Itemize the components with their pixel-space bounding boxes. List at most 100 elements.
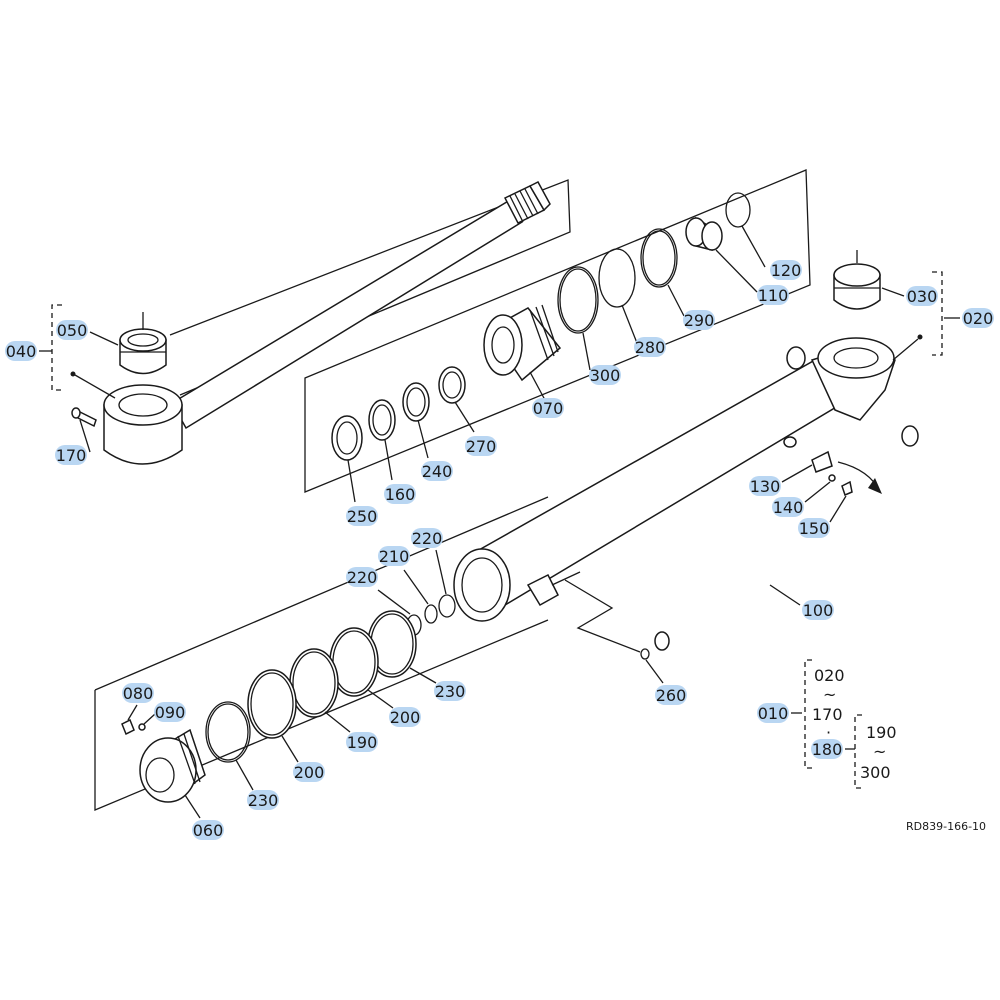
bushing-110 <box>685 216 723 251</box>
callout-c090[interactable]: 090 <box>154 702 186 722</box>
callout-c060[interactable]: 060 <box>192 820 224 840</box>
callout-c250[interactable]: 250 <box>346 506 378 526</box>
bushing-030 <box>833 250 881 310</box>
callout-text: 250 <box>347 507 378 526</box>
callout-text: 080 <box>123 684 154 703</box>
callout-c190[interactable]: 190 <box>346 732 378 752</box>
callout-text: 060 <box>193 821 224 840</box>
bracket-020 <box>932 271 943 356</box>
callout-c050[interactable]: 050 <box>56 320 88 340</box>
callout-highlight <box>906 286 938 306</box>
oring-210 <box>424 604 438 624</box>
callout-highlight <box>346 732 378 752</box>
seal-250 <box>331 415 363 461</box>
callout-c040[interactable]: 040 <box>5 341 37 361</box>
callout-text: 300 <box>590 366 621 385</box>
clamp-130 <box>783 436 833 473</box>
callout-text: 050 <box>57 321 88 340</box>
seal-270 <box>438 366 466 404</box>
piston-rod <box>170 181 551 430</box>
range-note-top: 020 <box>814 666 845 685</box>
callout-text: 270 <box>466 437 497 456</box>
callout-c080[interactable]: 080 <box>122 683 154 703</box>
callout-c230b[interactable]: 230 <box>247 790 279 810</box>
callout-text: 090 <box>155 703 186 722</box>
callout-highlight <box>346 506 378 526</box>
rod-guide-070 <box>483 304 562 382</box>
callout-text: 160 <box>385 485 416 504</box>
callout-highlight <box>532 398 564 418</box>
callout-c200b[interactable]: 200 <box>293 762 325 782</box>
piston-group-frame <box>94 496 549 811</box>
ring-200b <box>247 669 297 739</box>
callout-text: 220 <box>412 529 443 548</box>
callout-highlight <box>683 310 715 330</box>
callout-highlight <box>589 365 621 385</box>
range-bracket-010 <box>804 659 812 769</box>
callout-c070[interactable]: 070 <box>532 398 564 418</box>
callout-c130[interactable]: 130 <box>749 476 781 496</box>
seal-160 <box>368 399 396 441</box>
callout-c220b[interactable]: 220 <box>346 567 378 587</box>
callout-text: 010 <box>758 704 789 723</box>
callout-text: 110 <box>758 286 789 305</box>
rod-eye <box>103 384 183 465</box>
callout-labels: 0100200300400500600700800901001101201301… <box>5 260 994 840</box>
callout-c180[interactable]: 180 <box>811 739 843 759</box>
callout-text: 100 <box>803 601 834 620</box>
callout-c240[interactable]: 240 <box>421 461 453 481</box>
callout-c200a[interactable]: 200 <box>389 707 421 727</box>
callout-text: 200 <box>390 708 421 727</box>
seal-group-frame <box>304 169 811 493</box>
callout-text: 290 <box>684 311 715 330</box>
ring-230b <box>205 701 251 763</box>
callout-c110[interactable]: 110 <box>757 285 789 305</box>
elbow-fitting <box>526 571 581 607</box>
callout-c010[interactable]: 010 <box>757 703 789 723</box>
callout-highlight <box>798 518 830 538</box>
callout-text: 230 <box>248 791 279 810</box>
callout-c160[interactable]: 160 <box>384 484 416 504</box>
callout-highlight <box>122 683 154 703</box>
callout-c210[interactable]: 210 <box>378 546 410 566</box>
callout-c140[interactable]: 140 <box>772 497 804 517</box>
range-note-mid: 170 <box>812 705 843 724</box>
callout-text: 130 <box>750 477 781 496</box>
callout-highlight <box>378 546 410 566</box>
callout-highlight <box>389 707 421 727</box>
callout-c150[interactable]: 150 <box>798 518 830 538</box>
callout-c230a[interactable]: 230 <box>434 681 466 701</box>
callout-c120[interactable]: 120 <box>770 260 802 280</box>
callout-c270[interactable]: 270 <box>465 436 497 456</box>
callout-highlight <box>770 260 802 280</box>
callout-c220a[interactable]: 220 <box>411 528 443 548</box>
callout-c260[interactable]: 260 <box>655 685 687 705</box>
callout-text: 040 <box>6 342 37 361</box>
ball-090 <box>138 723 146 731</box>
callout-c100[interactable]: 100 <box>802 600 834 620</box>
callout-text: 210 <box>379 547 410 566</box>
bolt-150 <box>841 480 853 497</box>
callout-text: 220 <box>347 568 378 587</box>
callout-c290[interactable]: 290 <box>683 310 715 330</box>
callout-c020[interactable]: 020 <box>962 308 994 328</box>
callout-c170[interactable]: 170 <box>55 445 87 465</box>
callout-text: 120 <box>771 261 802 280</box>
range-note-dot: · <box>826 723 831 742</box>
reference-code: RD839-166-10 <box>906 820 986 833</box>
callout-highlight <box>154 702 186 722</box>
callout-c300[interactable]: 300 <box>589 365 621 385</box>
range-note: 020 ~ 170 · 190 ~ 300 <box>812 666 897 782</box>
callout-text: 170 <box>56 446 87 465</box>
callout-highlight <box>802 600 834 620</box>
callout-highlight <box>421 461 453 481</box>
callout-c280[interactable]: 280 <box>634 337 666 357</box>
callout-text: 230 <box>435 682 466 701</box>
range-note-tilde: ~ <box>823 685 836 704</box>
callout-highlight <box>346 567 378 587</box>
oring-220a <box>438 594 456 618</box>
ring-120 <box>725 192 751 228</box>
callout-highlight <box>293 762 325 782</box>
callout-highlight <box>811 739 843 759</box>
callout-c030[interactable]: 030 <box>906 286 938 306</box>
